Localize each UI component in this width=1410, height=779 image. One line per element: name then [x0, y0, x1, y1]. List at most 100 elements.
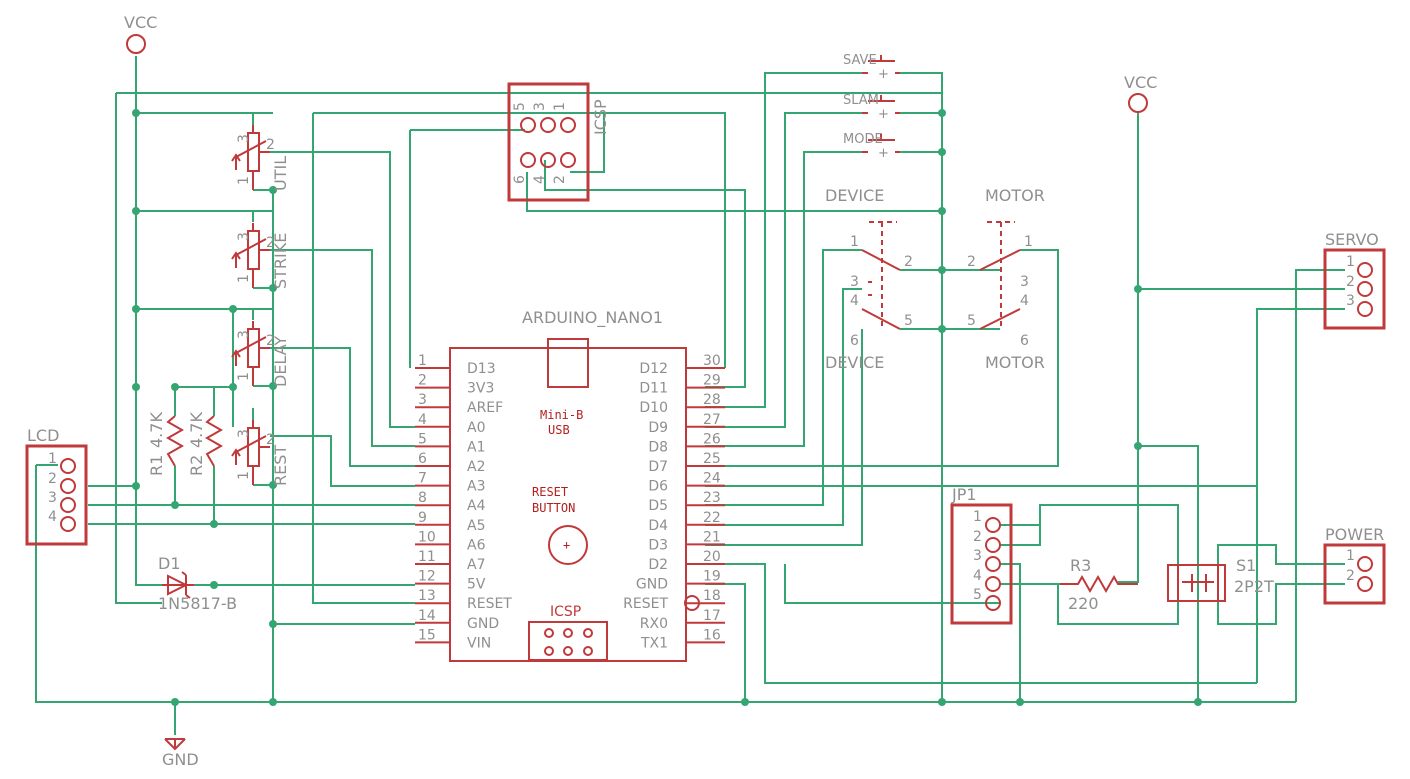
usb-connector: [547, 338, 589, 388]
arduino-pin-number: 20: [703, 549, 721, 565]
arduino-pin-name: D9: [648, 420, 668, 436]
svg-text:1: 1: [1024, 234, 1033, 250]
svg-text:4: 4: [850, 293, 859, 309]
pot-name: UTIL: [271, 156, 290, 191]
svg-text:1: 1: [236, 176, 252, 185]
arduino-pin-number: 22: [703, 510, 721, 526]
servo-name: SERVO: [1325, 230, 1379, 249]
reset-label-2: BUTTON: [532, 501, 575, 515]
arduino-pin-name: A3: [467, 479, 485, 495]
arduino-pin-number: 26: [703, 431, 721, 447]
arduino-pin-number: 7: [418, 471, 427, 487]
vcc-right-label: VCC: [1124, 73, 1157, 92]
arduino-pin-name: VIN: [467, 635, 491, 651]
arduino-pin-number: 5: [418, 431, 427, 447]
arduino-pin-name: RX0: [640, 616, 668, 632]
svg-text:+: +: [878, 107, 889, 122]
switch-s1: S1 2P2T: [1167, 556, 1274, 602]
arduino-pin-number: 15: [418, 627, 436, 643]
arduino-pin-number: 13: [418, 588, 436, 604]
svg-text:3: 3: [236, 330, 252, 339]
arduino-pin-number: 16: [703, 627, 721, 643]
arduino-pin-number: 18: [703, 588, 721, 604]
arduino-pin-name: D12: [639, 361, 668, 377]
s1-value: 2P2T: [1234, 577, 1274, 596]
arduino-pin-number: 8: [418, 490, 427, 506]
r1-name: R1: [147, 455, 166, 476]
arduino-pin-number: 29: [703, 373, 721, 389]
arduino-pin-number: 24: [703, 471, 721, 487]
svg-text:3: 3: [236, 429, 252, 438]
vcc-right-symbol: VCC: [1124, 73, 1157, 113]
arduino-pin-name: D7: [648, 459, 668, 475]
arduino-pin-number: 9: [418, 510, 427, 526]
svg-text:4: 4: [532, 175, 548, 184]
arduino-pin-number: 17: [703, 608, 721, 624]
r3-value: 220: [1068, 594, 1099, 613]
button-0: +SAVE: [843, 53, 900, 82]
svg-text:6: 6: [512, 175, 528, 184]
svg-text:1: 1: [48, 451, 57, 467]
arduino-pin-name: A7: [467, 557, 485, 573]
r2-name: R2: [187, 455, 206, 476]
gnd-symbol: GND: [162, 738, 199, 769]
arduino-pin-number: 19: [703, 569, 721, 585]
svg-text:1: 1: [1346, 254, 1355, 270]
arduino-name: ARDUINO_NANO1: [522, 308, 663, 328]
arduino-pin-name: TX1: [640, 635, 668, 651]
r2-value: 4.7K: [187, 412, 206, 448]
svg-text:3: 3: [973, 548, 982, 564]
resistor-r2: R2 4.7K: [187, 412, 224, 476]
svg-text:1: 1: [236, 471, 252, 480]
svg-text:5: 5: [904, 313, 913, 329]
arduino-pin-name: A1: [467, 439, 485, 455]
arduino-pin-name: D5: [648, 498, 668, 514]
svg-text:3: 3: [236, 134, 252, 143]
button-1: +SLAM: [843, 93, 900, 122]
svg-text:2: 2: [967, 254, 976, 270]
svg-text:1: 1: [552, 102, 568, 111]
arduino-pin-name: 3V3: [467, 381, 494, 397]
arduino-pin-name: D8: [648, 439, 668, 455]
arduino-pin-name: D3: [648, 537, 668, 553]
pot-name: STRIKE: [271, 233, 290, 289]
arduino-pin-number: 25: [703, 451, 721, 467]
button-2: +MODE: [843, 132, 900, 161]
jp1-name: JP1: [951, 485, 977, 504]
svg-text:4: 4: [973, 568, 982, 584]
arduino-pin-number: 2: [418, 373, 427, 389]
icsp-header-label: ICSP: [591, 99, 610, 135]
svg-text:2: 2: [266, 137, 275, 153]
device-bottom-label: DEVICE: [825, 353, 884, 372]
resistor-r3: R3 220: [1060, 556, 1138, 613]
diode-d1: D1 1N5817-B: [158, 554, 237, 613]
svg-text:2: 2: [1346, 274, 1355, 290]
gnd-label: GND: [162, 750, 199, 769]
arduino-pin-number: 4: [418, 412, 427, 428]
arduino-pin-number: 1: [418, 353, 427, 369]
pot-name: DELAY: [271, 336, 290, 387]
vcc-left-label: VCC: [124, 13, 157, 32]
motor-bottom-label: MOTOR: [985, 353, 1045, 372]
button-label: MODE: [843, 132, 883, 147]
arduino-pin-number: 6: [418, 451, 427, 467]
icsp-onboard: [528, 621, 608, 661]
arduino-pin-name: D2: [648, 557, 668, 573]
arduino-pin-name: D4: [648, 518, 668, 534]
arduino-pin-name: A0: [467, 420, 485, 436]
svg-text:6: 6: [850, 333, 859, 349]
arduino-pin-number: 12: [418, 569, 436, 585]
arduino-pin-name: GND: [636, 577, 668, 593]
svg-text:1: 1: [236, 274, 252, 283]
jp1-connector: JP1 1 2 3 4 5: [950, 485, 1013, 625]
arduino-pin-name: D10: [639, 400, 668, 416]
lcd-connector: LCD 1 2 3 4: [25, 426, 88, 546]
arduino-pin-name: A5: [467, 518, 485, 534]
arduino-pin-name: AREF: [467, 400, 503, 416]
svg-text:3: 3: [1020, 274, 1029, 290]
svg-text:1: 1: [1346, 548, 1355, 564]
svg-text:5: 5: [973, 587, 982, 603]
power-connector: POWER 1 2: [1323, 525, 1386, 605]
